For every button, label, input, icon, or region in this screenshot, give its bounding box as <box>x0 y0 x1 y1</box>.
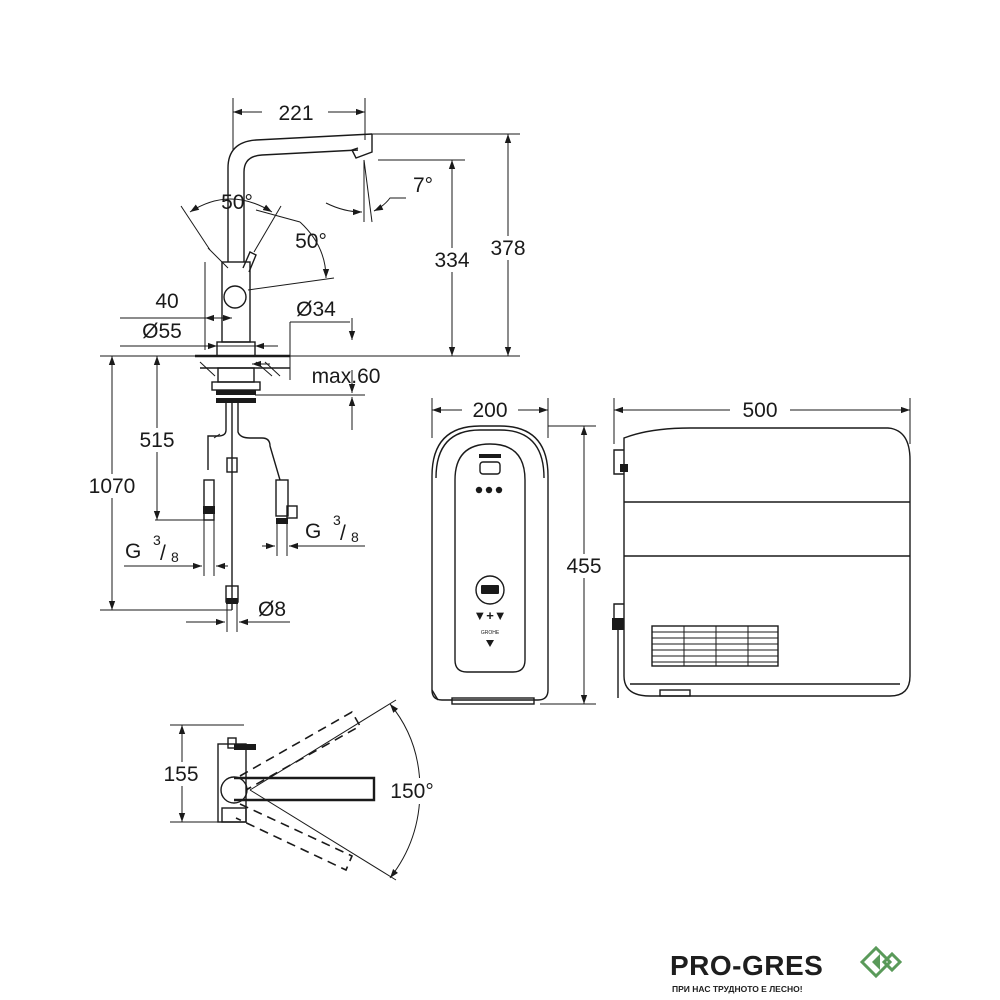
dim-spout-reach: 221 <box>232 98 366 150</box>
dim-deck: max.60 <box>255 365 380 430</box>
boiler-side-view <box>612 427 911 698</box>
logo-slogan: ПРИ НАС ТРУДНОТО Е ЛЕСНО! <box>672 984 803 994</box>
swivel-angle-label: 150° <box>390 780 433 803</box>
lever-offset-label: 40 <box>155 290 178 313</box>
thread-left-slash: / <box>160 542 166 565</box>
thread-right-main: G <box>305 520 321 543</box>
spout-height-label: 334 <box>434 249 469 272</box>
top-view-offset-label: 155 <box>163 763 198 786</box>
thread-right-numerator: 3 <box>333 512 341 528</box>
faucet-side-view <box>195 133 373 610</box>
logo-brand: PRO-GRES <box>670 950 823 981</box>
lever-tilt-label: 50° <box>295 230 327 253</box>
total-height-label: 378 <box>490 237 525 260</box>
base-diameter-label: Ø55 <box>142 320 182 343</box>
dim-boiler-depth: 200 <box>431 398 549 438</box>
dim-top-offset: 155 <box>158 725 208 822</box>
boiler-depth-label: 200 <box>472 399 507 422</box>
dim-swivel: 150° <box>249 699 442 881</box>
hose-length-hot-label: 515 <box>139 429 174 452</box>
device-brand-label: GROHE <box>481 630 500 636</box>
lever-angle-label: 50° <box>221 191 253 214</box>
logo-diamond-icon <box>859 945 903 979</box>
dim-spout-angle: 7° <box>325 159 433 223</box>
faucet-top-view <box>170 710 376 872</box>
dim-thread-right: G 3 / 8 <box>262 512 365 556</box>
boiler-width-label: 500 <box>742 399 777 422</box>
hose-length-total-label: 1070 <box>89 475 136 498</box>
spout-reach-label: 221 <box>278 102 313 125</box>
svg-text:▼+▼: ▼+▼ <box>473 608 506 623</box>
spout-angle-label: 7° <box>413 174 433 197</box>
thread-left-main: G <box>125 540 141 563</box>
thread-left-numerator: 3 <box>153 532 161 548</box>
thread-left-denominator: 8 <box>171 549 179 565</box>
thread-right-denominator: 8 <box>351 529 359 545</box>
pro-gres-logo: PRO-GRES ПРИ НАС ТРУДНОТО Е ЛЕСНО! <box>670 945 903 994</box>
pipe-diameter-label: Ø8 <box>258 598 286 621</box>
thread-right-slash: / <box>340 522 346 545</box>
dim-pipe: Ø8 <box>186 598 290 632</box>
dim-boiler-width: 500 <box>613 398 911 444</box>
dim-thread-left: G 3 / 8 <box>124 520 228 576</box>
hole-diameter-label: Ø34 <box>296 298 336 321</box>
deck-thickness-label: max.60 <box>312 365 381 388</box>
dim-base: 40 Ø55 Ø34 <box>120 262 356 380</box>
dim-heights: 334 378 <box>100 133 532 357</box>
boiler-height-label: 455 <box>566 555 601 578</box>
boiler-front-view: ▼+▼ GROHE <box>431 425 549 705</box>
dim-hoses: 515 1070 <box>84 356 232 611</box>
dim-lever-angle: 50° 50° <box>180 191 335 291</box>
dim-boiler-height: 455 <box>540 425 608 705</box>
